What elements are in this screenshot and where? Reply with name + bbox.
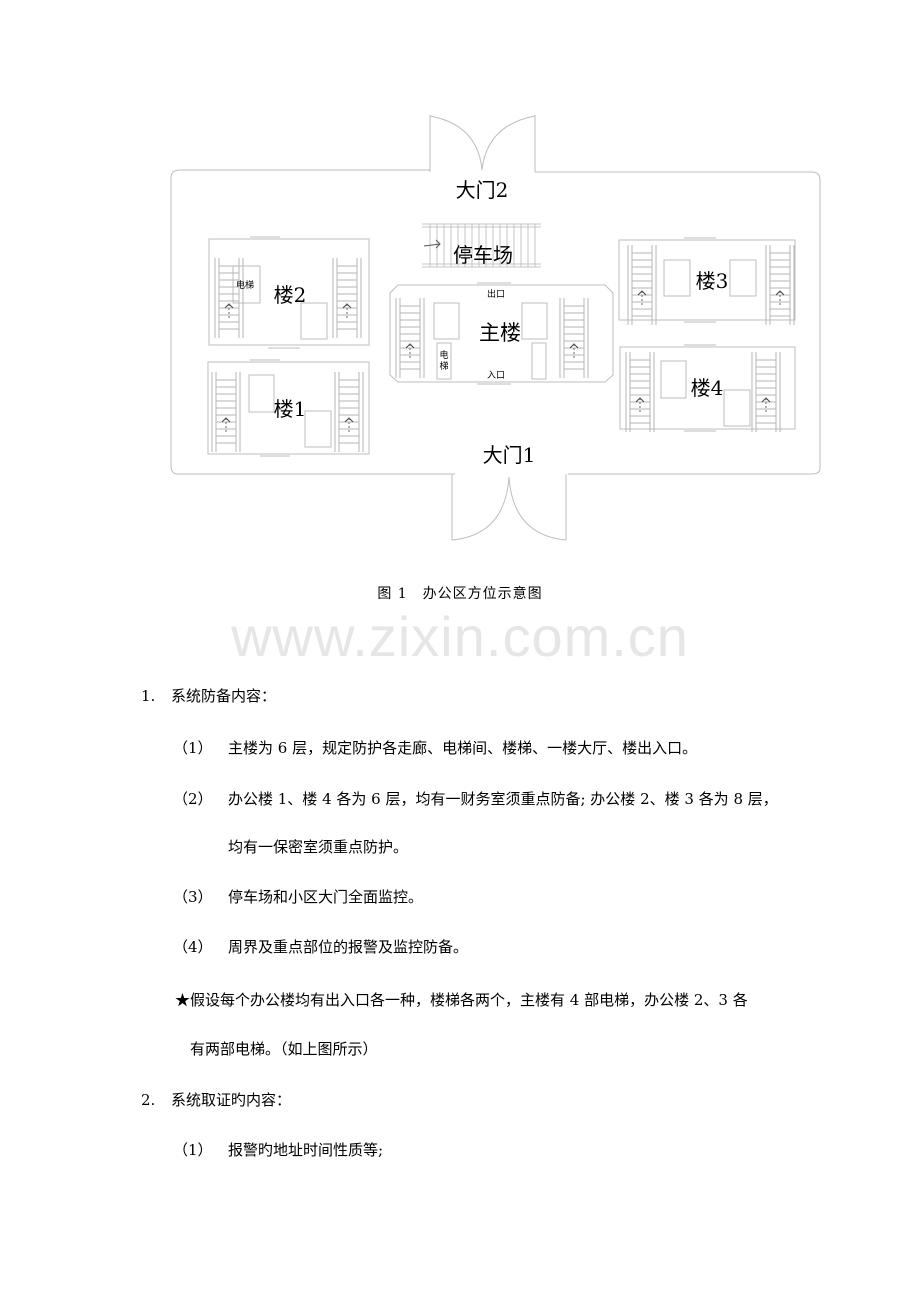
item-text: 周界及重点部位的报警及监控防备。 [228,938,469,956]
building2-elevator-label: 电梯 [236,279,254,291]
section-1-item-2-continuation: 均有一保密室须重点防护。 [228,838,409,856]
compound-boundary [170,169,821,475]
section-2-item-1: （1） 报警旳地址时间性质等; [173,1139,383,1160]
section-2-heading: 2. 系统取证旳内容： [141,1089,291,1110]
item-number: （2） [173,790,213,808]
parking-lot [422,223,541,268]
building4 [619,344,796,433]
building1 [207,359,370,457]
building3 [618,237,796,326]
building2-label: 楼2 [274,283,307,307]
item-number: （1） [173,739,213,757]
item-text: 主楼为 6 层，规定防护各走廊、电梯间、楼梯、一楼大厅、楼出入口。 [228,739,698,757]
item-number: （1） [173,1141,213,1159]
section-1-heading: 1. 系统防备内容： [141,685,276,706]
main-elevator-label: 电 [439,349,448,361]
main-building-label: 主楼 [479,321,521,345]
section-1-number: 1. [141,687,156,705]
item-text: 办公楼 1、楼 4 各为 6 层，均有一财务室须重点防备; 办公楼 2、楼 3 … [228,790,778,808]
building3-label: 楼3 [696,269,729,293]
section-1-item-3: （3） 停车场和小区大门全面监控。 [173,886,423,907]
item-text: 报警旳地址时间性质等; [228,1141,384,1159]
main-elevator-label-2: 梯 [439,360,448,372]
section-1-item-2: （2） 办公楼 1、楼 4 各为 6 层，均有一财务室须重点防备; 办公楼 2、楼… [173,788,778,809]
office-area-map: 大门2 大门1 停车场 电梯 楼2 [170,115,821,541]
gate2-doors [429,115,536,172]
item-number: （3） [173,888,213,906]
section-1-item-1: （1） 主楼为 6 层，规定防护各走廊、电梯间、楼梯、一楼大厅、楼出入口。 [173,737,697,758]
section-1-note-line-2: 有两部电梯。（如上图所示） [190,1040,378,1058]
watermark: www.zixin.com.cn [231,605,689,668]
building4-label: 楼4 [691,376,724,400]
building1-label: 楼1 [274,397,307,421]
main-building [389,282,614,385]
section-2-number: 2. [141,1091,156,1109]
item-number: （4） [173,938,213,956]
gate2-label: 大门2 [456,178,509,202]
parking-label: 停车场 [453,243,513,267]
main-entrance-label: 入口 [487,370,505,381]
gate1-label: 大门1 [483,443,536,467]
section-1-item-4: （4） 周界及重点部位的报警及监控防备。 [173,936,468,957]
section-1-title: 系统防备内容： [171,687,277,705]
building2 [208,236,370,349]
item-text: 停车场和小区大门全面监控。 [228,888,424,906]
main-exit-label: 出口 [487,288,505,300]
figure-caption: 图 1 办公区方位示意图 [377,586,543,602]
section-2-title: 系统取证旳内容： [171,1091,292,1109]
gate1-doors [451,474,567,541]
section-1-note-line-1: ★假设每个办公楼均有出入口各一种，楼梯各两个，主楼有 4 部电梯，办公楼 2、3… [175,991,748,1009]
